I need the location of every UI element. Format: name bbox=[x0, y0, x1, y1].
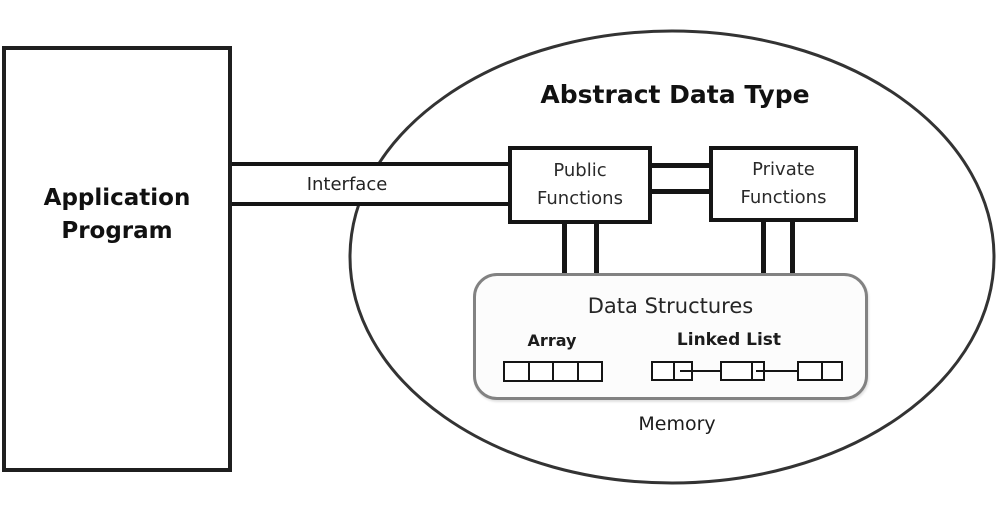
interface-label: Interface bbox=[306, 174, 388, 195]
public-functions-label-line2: Functions bbox=[537, 188, 623, 209]
pointer-arrow-1 bbox=[680, 370, 720, 372]
array-cell bbox=[530, 363, 554, 380]
private-ds-connector-left bbox=[761, 222, 766, 276]
array-cell bbox=[505, 363, 530, 380]
adt-title: Abstract Data Type bbox=[540, 80, 810, 109]
array-diagram bbox=[503, 361, 603, 382]
linked-list-label: Linked List bbox=[676, 330, 782, 350]
public-functions-box: Public Functions bbox=[508, 146, 652, 224]
private-ds-connector-right bbox=[790, 222, 795, 276]
private-functions-box: Private Functions bbox=[709, 146, 858, 222]
public-private-connector-top bbox=[650, 163, 711, 168]
application-program-label-line2: Program bbox=[61, 218, 173, 244]
node-data-cell bbox=[722, 363, 753, 379]
array-label: Array bbox=[527, 331, 577, 350]
application-program-label-line1: Application bbox=[43, 185, 191, 211]
interface-channel: Interface bbox=[232, 162, 508, 206]
public-private-connector-bottom bbox=[650, 189, 711, 194]
linked-list-node bbox=[797, 361, 843, 381]
application-program-label: Application Program bbox=[2, 182, 232, 248]
private-functions-label-line1: Private bbox=[752, 159, 815, 180]
array-cell bbox=[554, 363, 579, 380]
pointer-arrow-2 bbox=[756, 370, 797, 372]
public-functions-label-line1: Public bbox=[553, 160, 607, 181]
array-cell bbox=[579, 363, 602, 380]
public-ds-connector-left bbox=[562, 222, 567, 276]
data-structures-title: Data Structures bbox=[587, 294, 754, 318]
public-ds-connector-right bbox=[594, 222, 599, 276]
memory-label: Memory bbox=[638, 413, 716, 435]
application-program-box bbox=[2, 46, 232, 472]
node-data-cell bbox=[799, 363, 823, 379]
private-functions-label-line2: Functions bbox=[740, 187, 827, 208]
node-data-cell bbox=[653, 363, 675, 379]
